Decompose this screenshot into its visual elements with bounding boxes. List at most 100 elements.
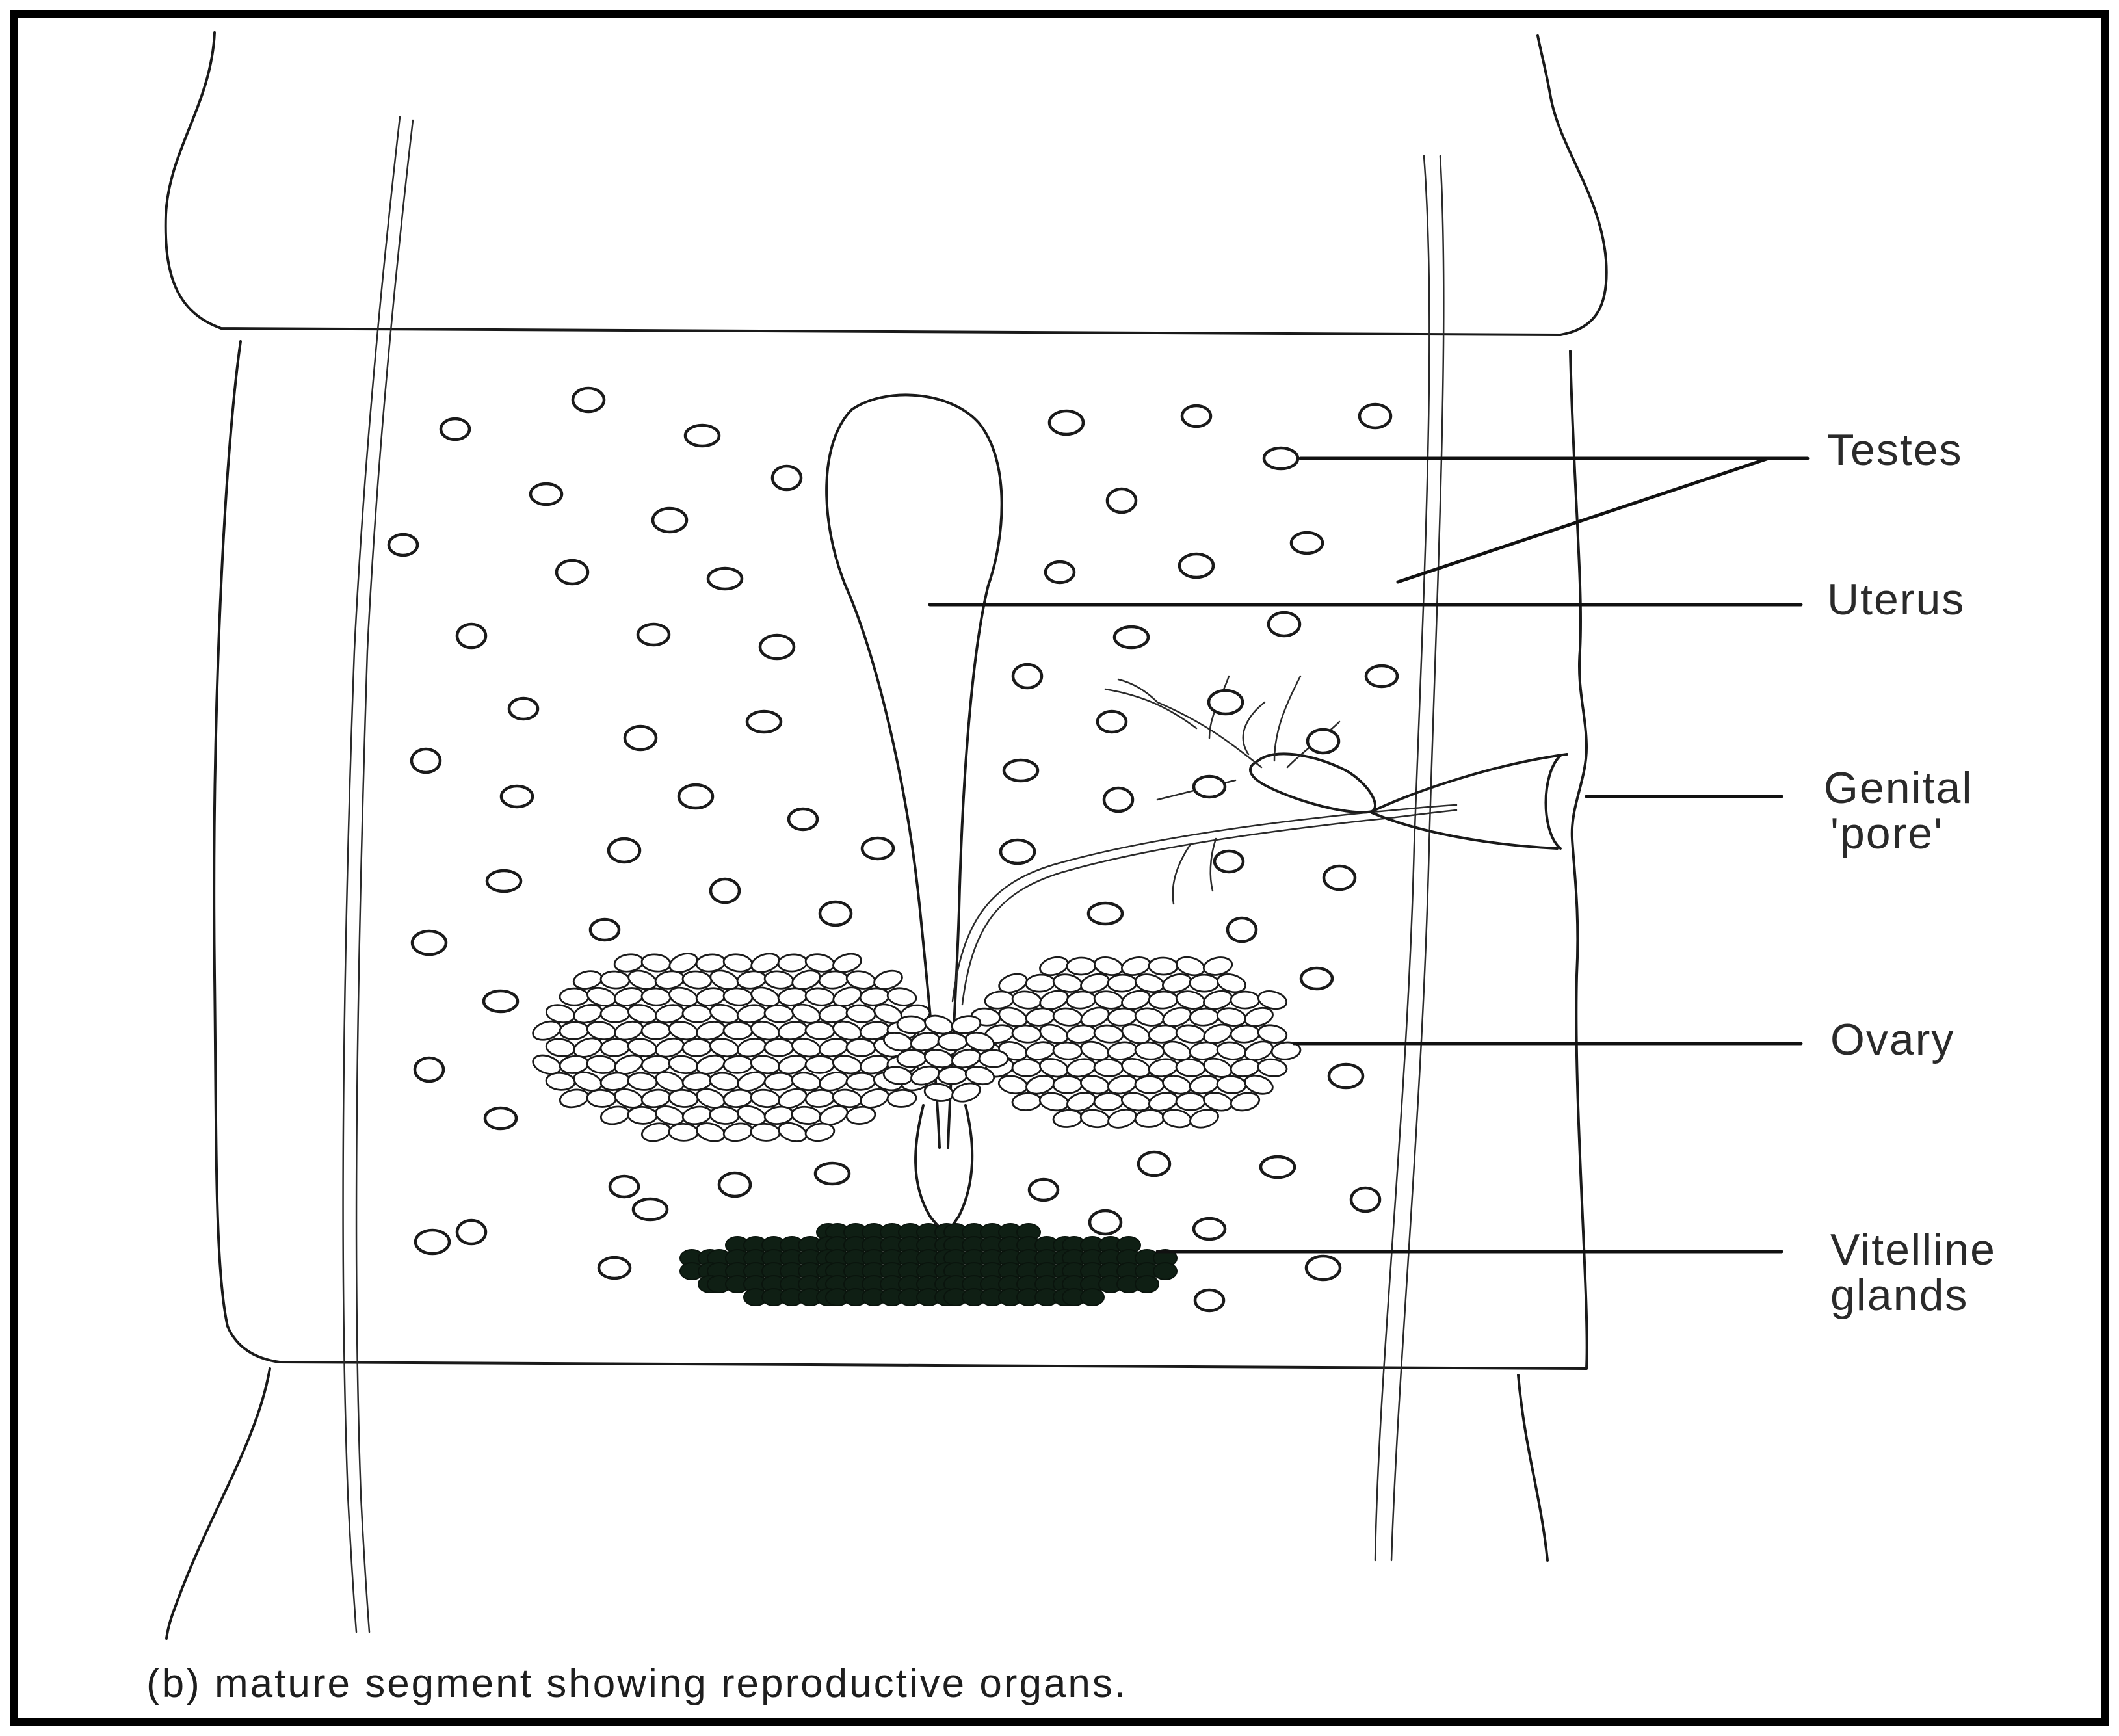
ovary-cell xyxy=(765,1039,793,1056)
ovary-cell xyxy=(1079,1108,1111,1129)
testis xyxy=(1264,448,1298,469)
testis xyxy=(1107,489,1136,512)
ovary-cell xyxy=(750,1123,780,1142)
lower-segment-outline-right xyxy=(1518,1375,1547,1560)
ovary-cell xyxy=(1108,974,1137,992)
testis xyxy=(815,1163,849,1184)
testis xyxy=(789,809,817,830)
testis xyxy=(633,1199,667,1220)
ovary-cell xyxy=(805,987,836,1007)
excretory-canal-left-b xyxy=(356,120,413,1632)
testis xyxy=(1104,788,1133,811)
ovary-cell xyxy=(1053,1007,1083,1027)
testis xyxy=(457,624,486,648)
ovary-cell xyxy=(819,970,849,990)
ovary-cell xyxy=(627,1072,657,1091)
ovary-cell xyxy=(628,1107,657,1125)
testis xyxy=(389,534,417,555)
testes-group xyxy=(389,388,1397,1311)
testis xyxy=(747,711,781,732)
ovary-cell xyxy=(764,1072,794,1091)
ovary-cell xyxy=(847,1039,876,1057)
vitelline-cell xyxy=(1135,1276,1159,1293)
ovary-cell xyxy=(1175,1023,1205,1044)
ovary-cell xyxy=(709,1071,739,1092)
testis xyxy=(1098,711,1126,732)
ovary-cell xyxy=(897,1049,927,1067)
ovary-cell xyxy=(938,1033,967,1051)
ovary-cell xyxy=(546,1072,575,1091)
excretory-canal-right-b xyxy=(1391,156,1443,1560)
testis xyxy=(1308,730,1339,753)
testis xyxy=(1215,851,1243,872)
ovary-cell xyxy=(723,1055,752,1073)
ovary-cell xyxy=(979,1050,1008,1067)
testis xyxy=(1269,612,1300,636)
label-ovary: Ovary xyxy=(1830,1015,1954,1064)
ovary-cell xyxy=(1135,1076,1164,1094)
ovary-cell xyxy=(804,1122,835,1142)
excretory-canal-left-a xyxy=(343,117,400,1632)
ovary-cell xyxy=(1094,1059,1124,1077)
ovary-cell xyxy=(1217,1075,1246,1094)
testis xyxy=(679,785,713,808)
ovary-cell xyxy=(1053,1109,1083,1129)
testis xyxy=(610,1176,638,1197)
testis xyxy=(1324,866,1355,889)
testis xyxy=(638,624,669,645)
ovary-cell xyxy=(1038,1091,1070,1112)
testis xyxy=(457,1220,486,1244)
ovary-cell xyxy=(806,1056,835,1073)
testis xyxy=(653,508,687,532)
testis xyxy=(1261,1157,1295,1177)
ovary-cell xyxy=(938,1066,967,1085)
ovary-cell xyxy=(1134,1006,1165,1027)
testis xyxy=(412,749,440,772)
testis xyxy=(1182,406,1211,427)
testis xyxy=(573,388,604,412)
testis xyxy=(501,786,533,807)
ovary-cell xyxy=(1135,1041,1165,1060)
ovary-cell xyxy=(897,1016,927,1034)
ovary-cell xyxy=(709,1106,739,1125)
ovary-cell xyxy=(683,1005,712,1023)
ovary-cell xyxy=(669,1124,698,1141)
label-uterus: Uterus xyxy=(1827,575,1965,624)
label-pore: 'pore' xyxy=(1830,809,1943,858)
testis xyxy=(1001,840,1034,863)
testis xyxy=(415,1230,449,1254)
testis xyxy=(719,1173,750,1196)
testis xyxy=(1301,968,1332,989)
testis xyxy=(509,698,538,719)
vitelline-cell xyxy=(1081,1289,1104,1306)
ovary-cell xyxy=(641,988,670,1006)
ovary-cell xyxy=(586,1055,617,1075)
ovary-cell xyxy=(683,1038,712,1057)
ovary-cell xyxy=(1190,975,1218,992)
ovary-cell xyxy=(764,969,795,990)
ovary-cell xyxy=(1149,958,1178,975)
ovary-cell xyxy=(1230,1025,1260,1044)
ovary xyxy=(531,950,1301,1144)
testis xyxy=(1209,690,1243,714)
ovary-cell xyxy=(1066,990,1096,1009)
testis xyxy=(862,838,893,859)
figure-frame xyxy=(14,14,2105,1722)
ovary-cell xyxy=(1094,1024,1124,1044)
ovary-cell xyxy=(1012,1092,1042,1111)
ovary-cell xyxy=(805,1021,834,1040)
ovary-cell xyxy=(887,1089,916,1107)
testis xyxy=(609,839,640,862)
testis xyxy=(1194,776,1225,797)
ovary-cell xyxy=(805,1089,835,1109)
testis xyxy=(1179,554,1213,577)
testis xyxy=(1090,1211,1121,1234)
ovary-cell xyxy=(1012,1059,1041,1076)
testis xyxy=(485,1108,516,1129)
ovary-cell xyxy=(641,953,672,973)
testis xyxy=(1004,760,1038,781)
testis xyxy=(1329,1064,1363,1088)
testis xyxy=(599,1257,630,1278)
ovary-cell xyxy=(847,1073,876,1091)
